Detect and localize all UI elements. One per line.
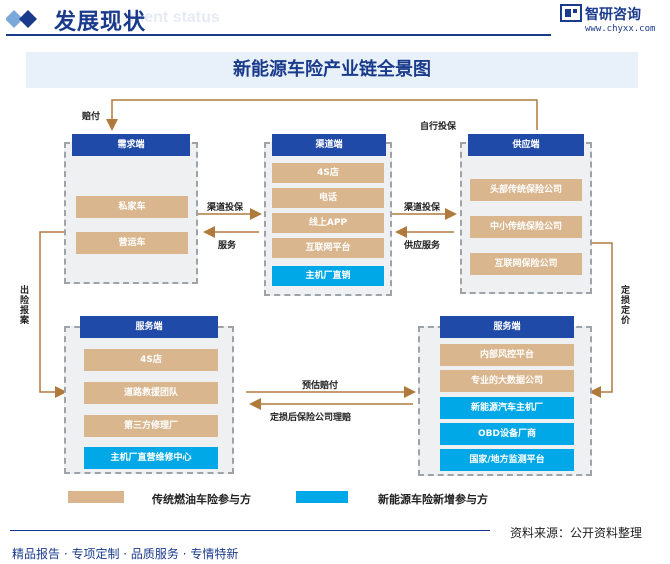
channel-item-4s: 4S店	[272, 163, 384, 183]
service-right-header: 服务端	[440, 316, 574, 338]
flow-label-pricing: 定损定价	[619, 285, 629, 325]
logo-icon	[560, 4, 582, 22]
legend-label-new-energy: 新能源车险新增参与方	[378, 493, 488, 506]
supply-header: 供应端	[468, 134, 584, 156]
footer-divider	[10, 530, 490, 531]
supply-item-top-insurer: 头部传统保险公司	[470, 179, 582, 201]
service-left-header: 服务端	[80, 316, 218, 338]
header-ghost-text: ment status	[130, 9, 220, 26]
service-right-item-risk-platform: 内部风控平台	[440, 344, 574, 366]
source-text: 资料来源：公开资料整理	[510, 526, 643, 540]
service-right-item-bigdata: 专业的大数据公司	[440, 370, 574, 392]
logo-name: 智研咨询	[585, 7, 641, 23]
legend-swatch-traditional	[68, 491, 124, 503]
logo-url: www.chyxx.com	[585, 24, 656, 34]
legend-label-traditional: 传统燃油车险参与方	[152, 493, 251, 506]
channel-item-internet: 互联网平台	[272, 238, 384, 258]
supply-item-internet-insurer: 互联网保险公司	[470, 253, 582, 275]
diagram-title-banner	[26, 52, 638, 88]
service-right-item-ev-oem: 新能源汽车主机厂	[440, 397, 574, 419]
demand-item-private-car: 私家车	[76, 196, 188, 218]
channel-item-app: 线上APP	[272, 213, 384, 233]
flow-label-supply-service: 供应服务	[404, 241, 441, 251]
service-left-item-oem-repair: 主机厂直营维修中心	[84, 447, 218, 469]
claim-report-connector	[39, 231, 67, 398]
service-right-item-monitor: 国家/地方监测平台	[440, 449, 574, 471]
flow-label-claim-report: 出险报案	[18, 285, 28, 325]
supply-item-small-insurer: 中小传统保险公司	[470, 216, 582, 238]
flow-label-post-loss: 定损后保险公司理赔	[270, 413, 352, 423]
flow-label-self-insure: 自行投保	[420, 122, 457, 132]
page-title: 发展现状	[54, 10, 147, 35]
channel-item-phone: 电话	[272, 188, 384, 208]
flow-label-estimated-payout: 预估赔付	[302, 381, 339, 391]
service-left-item-4s: 4S店	[84, 349, 218, 371]
service-left-item-rescue: 道路救援团队	[84, 382, 218, 404]
demand-header: 需求端	[72, 134, 190, 156]
channel-item-oem-direct: 主机厂直销	[272, 266, 384, 286]
legend-swatch-new-energy	[296, 491, 348, 503]
flow-label-service: 服务	[218, 241, 237, 251]
header-divider	[6, 34, 551, 36]
footer-tagline: 精品报告 · 专项定制 · 品质服务 · 专情特新	[12, 547, 239, 561]
header-diamond-icon	[6, 10, 37, 28]
flow-label-channel-insure-2: 渠道投保	[404, 203, 441, 213]
diagram-title: 新能源车险产业链全景图	[233, 59, 431, 80]
service-right-item-obd: OBD设备厂商	[440, 423, 574, 445]
pricing-connector	[589, 242, 613, 398]
demand-item-commercial-car: 营运车	[76, 232, 188, 254]
flow-label-channel-insure-1: 渠道投保	[207, 203, 244, 213]
channel-header: 渠道端	[272, 134, 386, 156]
service-left-item-repair-shop: 第三方修理厂	[84, 415, 218, 437]
flow-label-payout: 赔付	[82, 112, 101, 122]
payout-connector	[106, 99, 538, 131]
